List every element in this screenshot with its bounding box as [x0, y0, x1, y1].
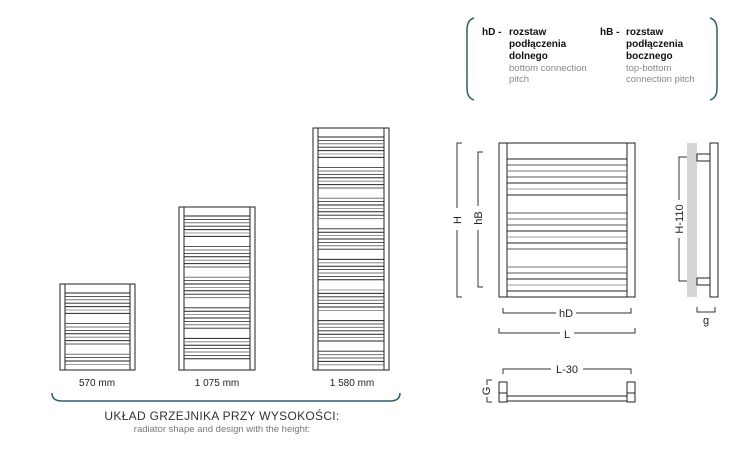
side-view [687, 142, 719, 298]
svg-text:podłączenia: podłączenia [509, 39, 567, 50]
svg-text:top-bottom: top-bottom [626, 63, 671, 74]
caption-subtitle: radiator shape and design with the heigh… [134, 424, 310, 435]
legend-hD: hD - rozstaw podłączenia dolnego bottom … [482, 27, 587, 85]
frame [59, 283, 136, 371]
dim-G: G [481, 387, 493, 396]
heights-bracket [51, 392, 401, 402]
radiator-1075 [178, 206, 256, 371]
frame [498, 142, 636, 298]
height-label-570: 570 mm [79, 378, 115, 389]
front-view [498, 142, 636, 298]
radiator-height-variants [59, 127, 390, 371]
svg-text:dolnego: dolnego [509, 51, 548, 62]
svg-text:rozstaw: rozstaw [626, 27, 663, 38]
svg-text:bocznego: bocznego [626, 51, 673, 62]
svg-text:hD -: hD - [482, 27, 501, 38]
svg-text:rozstaw: rozstaw [509, 27, 546, 38]
dim-H-110: H-110 [674, 204, 686, 233]
height-label-1075: 1 075 mm [195, 378, 239, 389]
radiator-570 [59, 283, 136, 371]
legend-bracket-left [466, 17, 475, 101]
dim-L-30: L-30 [556, 364, 578, 376]
svg-text:podłączenia: podłączenia [626, 39, 684, 50]
svg-text:pitch: pitch [509, 74, 529, 85]
radiator-1580 [312, 127, 390, 371]
bracket-top [696, 153, 711, 162]
height-label-1580: 1 580 mm [330, 378, 374, 389]
svg-text:hB -: hB - [600, 27, 619, 38]
dimension-lines [456, 142, 716, 403]
dim-g: g [703, 315, 709, 327]
dim-hD: hD [559, 308, 573, 320]
dim-L: L [564, 329, 570, 341]
dim-H: H [452, 216, 464, 224]
legend-hB: hB - rozstaw podłączenia bocznego top-bo… [600, 27, 695, 85]
bottom-view [498, 381, 636, 403]
caption-title: UKŁAD GRZEJNIKA PRZY WYSOKOŚCI: [104, 408, 339, 423]
frame [178, 206, 256, 371]
radiator-front [498, 142, 636, 298]
frame [312, 127, 390, 371]
radiator-side [709, 142, 719, 298]
legend-bracket-right [709, 17, 718, 101]
svg-text:bottom connection: bottom connection [509, 63, 587, 74]
dim-hB: hB [473, 211, 485, 224]
bracket-bottom [696, 277, 711, 286]
svg-text:connection pitch: connection pitch [626, 74, 695, 85]
wall [687, 143, 697, 297]
